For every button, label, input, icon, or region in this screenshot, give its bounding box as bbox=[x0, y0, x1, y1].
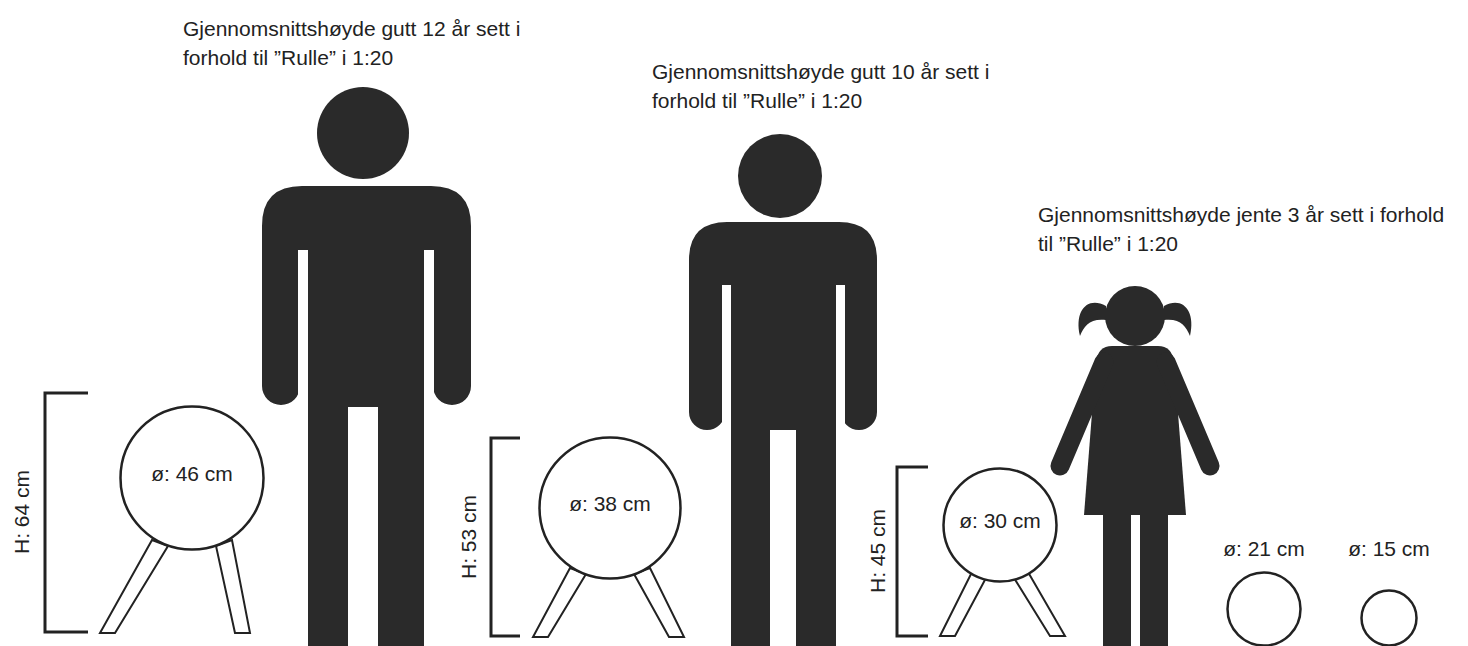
diameter-text: ø: 15 cm bbox=[1348, 537, 1430, 561]
height-dimension: H: 64 cm bbox=[10, 470, 34, 554]
figure-caption: Gjennomsnittshøyde gutt 10 år sett i for… bbox=[652, 57, 1030, 115]
rulle-ball: ø: 38 cm bbox=[538, 436, 682, 580]
diameter-text: ø: 46 cm bbox=[151, 462, 233, 486]
figure-caption: Gjennomsnittshøyde gutt 12 år sett i for… bbox=[183, 14, 561, 72]
girl-3-silhouette bbox=[1060, 286, 1210, 646]
ball-outline bbox=[1360, 589, 1418, 646]
height-dimension: H: 53 cm bbox=[457, 495, 481, 579]
rulle-ball: ø: 46 cm bbox=[119, 405, 265, 551]
diameter-text: ø: 21 cm bbox=[1223, 537, 1305, 561]
diameter-text: ø: 38 cm bbox=[569, 492, 651, 516]
diameter-text: ø: 30 cm bbox=[959, 509, 1041, 533]
rulle-ball: ø: 21 cm bbox=[1226, 571, 1302, 646]
ball-outline bbox=[1226, 571, 1302, 646]
figure-caption: Gjennomsnittshøyde jente 3 år sett i for… bbox=[1038, 200, 1462, 258]
boy-12-silhouette bbox=[262, 87, 471, 646]
rulle-ball: ø: 30 cm bbox=[942, 467, 1058, 583]
boy-10-silhouette bbox=[689, 134, 877, 646]
rulle-ball: ø: 15 cm bbox=[1360, 589, 1418, 646]
height-dimension: H: 45 cm bbox=[866, 509, 890, 593]
